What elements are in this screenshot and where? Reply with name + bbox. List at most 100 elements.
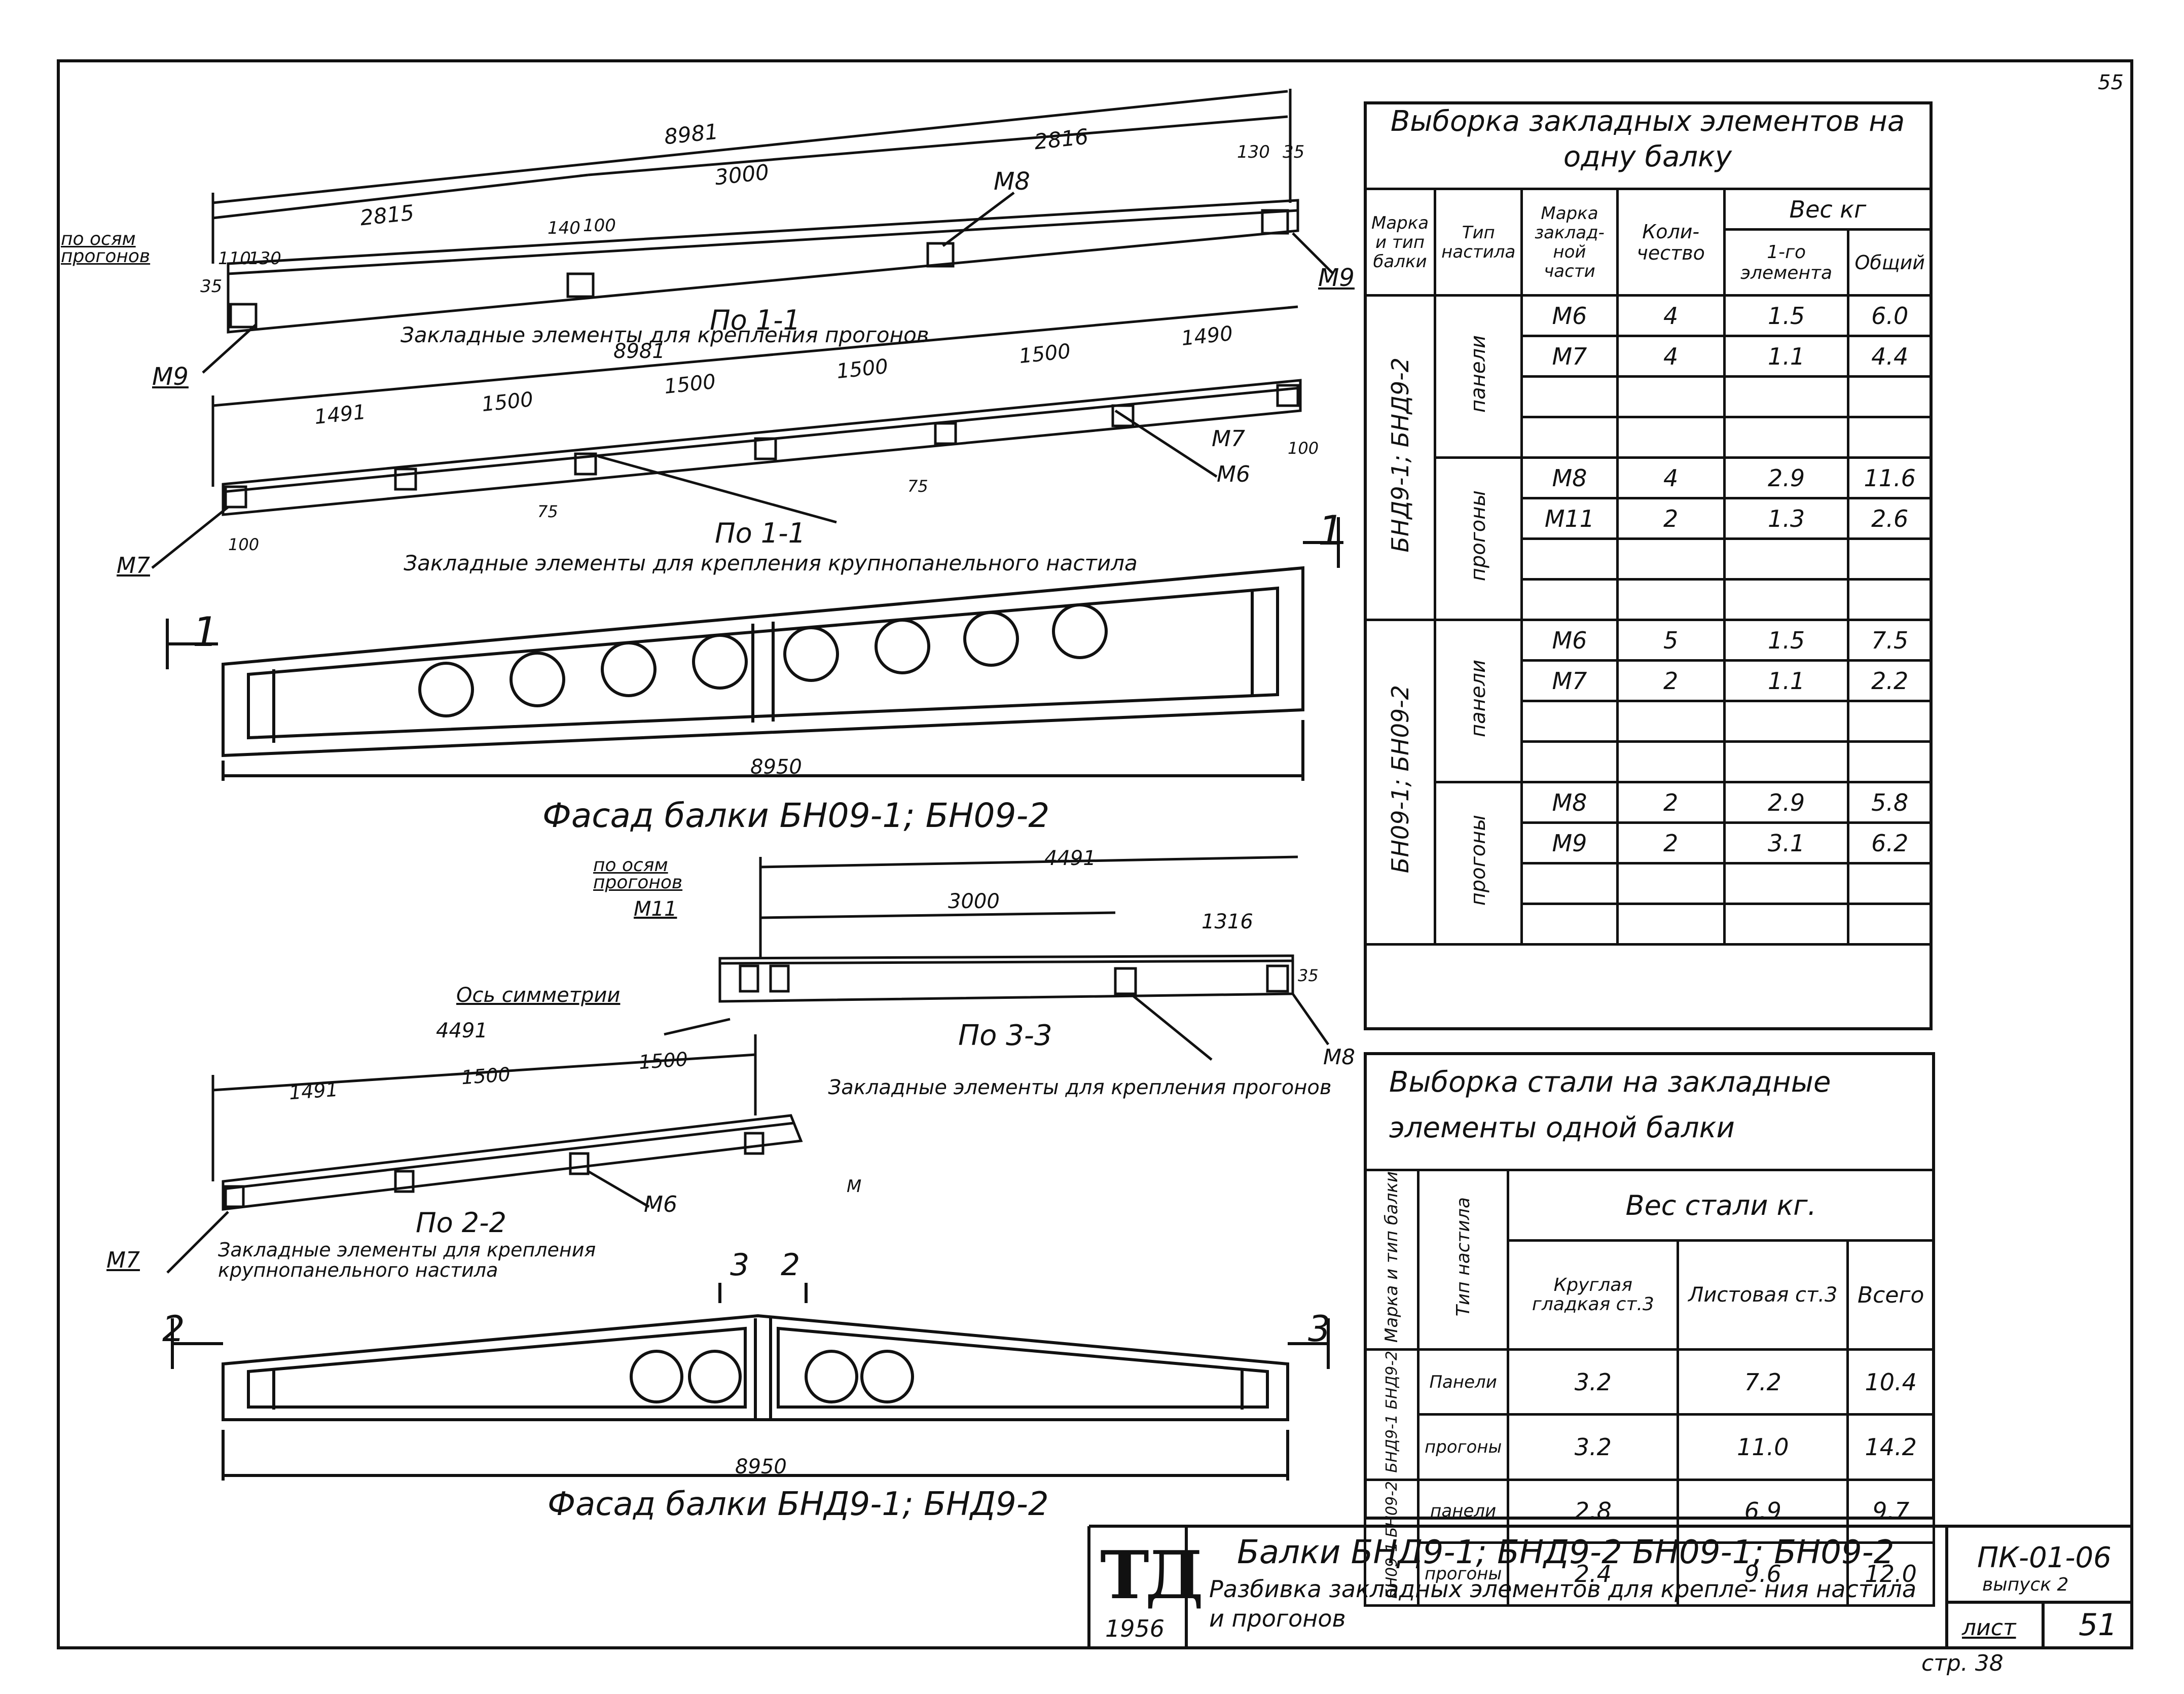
t1-h-weight: Вес кг [1723, 188, 1933, 231]
t2-cell: 3.2 [1507, 1348, 1680, 1416]
t2-type: Панели [1416, 1348, 1510, 1416]
dim-140: 140 [548, 218, 580, 238]
t1-cell: 3.1 [1723, 821, 1850, 864]
t1-cell: 1.5 [1723, 619, 1850, 662]
t2-cell: 3.2 [1507, 1413, 1680, 1481]
t2-h-round: Круглая гладкая ст.3 [1507, 1239, 1680, 1351]
t1-cell: 1.1 [1723, 335, 1850, 378]
t1-cell: М7 [1520, 659, 1619, 702]
t1-cell: М11 [1520, 497, 1619, 540]
dim-half-35: 35 [1298, 966, 1319, 985]
dim-half2-1500a: 1500 [460, 1063, 512, 1089]
t2-cell: 12.0 [1846, 1541, 1935, 1607]
mark-m6-lower: М6 [644, 1192, 677, 1217]
t1-h-type: Тип настила [1434, 188, 1523, 297]
t1-cell: 6.0 [1847, 294, 1933, 337]
axis-note-mid: по осям прогонов [593, 855, 683, 893]
dim-half2-1491: 1491 [288, 1078, 339, 1104]
t1-type-1b: прогоны [1467, 490, 1490, 582]
t1-cell: 1.3 [1723, 497, 1850, 540]
dim-half-3000: 3000 [948, 890, 1000, 913]
mark-m9-right: М9 [1318, 264, 1355, 292]
t2-cell: 2.8 [1507, 1478, 1680, 1544]
dim-75-a: 75 [537, 502, 558, 521]
logo-td: ТД [1100, 1536, 1204, 1614]
t1-h-one: 1-го элемента [1723, 228, 1850, 297]
view-3-3: По 3-3 [958, 1019, 1052, 1052]
t1-cell: 4 [1616, 335, 1726, 378]
dim-100-mid: 100 [1288, 439, 1319, 458]
t1-type-2a: панели [1467, 659, 1490, 737]
dim-75-b: 75 [907, 477, 928, 496]
t1-type-2b: прогоны [1467, 815, 1490, 906]
strip-3-3 [718, 855, 1330, 1061]
t1-beam-2: БН09-1; БН09-2 [1386, 685, 1414, 874]
t1-cell: М6 [1520, 294, 1619, 337]
t2-cell: 14.2 [1846, 1413, 1935, 1481]
mark-m9-left: М9 [152, 363, 189, 391]
table2: Марка и тип балки Тип настила Вес стали … [1364, 1168, 1935, 1607]
titleblock-title: Балки БНД9-1; БНД9-2 БН09-1; БН09-2 [1237, 1534, 1895, 1571]
titleblock-subtitle: Разбивка закладных элементов для крепле-… [1209, 1575, 1917, 1632]
section-2-left: 2 [162, 1308, 185, 1350]
t2-h-type: Тип настила [1452, 1197, 1474, 1317]
beam1-facade [166, 517, 1343, 781]
section-1-left: 1 [193, 608, 219, 656]
table1: Марка и тип балки Тип настила Марка закл… [1363, 188, 1933, 946]
dim-total-mid: 8981 [613, 340, 665, 363]
mark-m11: М11 [634, 897, 677, 921]
t1-cell: 11.6 [1847, 456, 1933, 499]
t1-cell: М7 [1520, 335, 1619, 378]
section-1-right: 1 [1318, 507, 1344, 554]
titleblock-issue: выпуск 2 [1982, 1574, 2069, 1595]
mark-m7-left: М7 [117, 553, 150, 579]
t1-cell: 5.8 [1847, 781, 1933, 824]
t1-cell: 1.1 [1723, 659, 1850, 702]
t2-h-sheet: Листовая ст.3 [1677, 1239, 1849, 1351]
t1-cell: 2 [1616, 821, 1726, 864]
mark-m7-mid: М7 [1212, 426, 1245, 452]
view-1-1-b: По 1-1 [715, 517, 806, 549]
t2-h-weight: Вес стали кг. [1507, 1168, 1935, 1242]
dim-35-left: 35 [200, 276, 223, 297]
t1-cell: 5 [1616, 619, 1726, 662]
t1-h-total: Общий [1847, 228, 1933, 297]
t1-cell: 2.9 [1723, 781, 1850, 824]
t2-cell: 11.0 [1677, 1413, 1849, 1481]
dim-half2-total: 4491 [436, 1019, 488, 1042]
t1-cell: 2 [1616, 781, 1726, 824]
t1-cell: 2.2 [1847, 659, 1933, 702]
t2-cell: 6.9 [1677, 1478, 1849, 1544]
t2-h-mark: Марка и тип балки [1381, 1171, 1402, 1343]
t1-h-mark: Марка и тип балки [1363, 188, 1437, 297]
caption-1-1-a: Закладные элементы для крепления прогоно… [401, 322, 929, 347]
t2-beam-1: БНД9-1 БНД9-2 [1382, 1350, 1401, 1473]
t1-cell: 2.6 [1847, 497, 1933, 540]
page-number: 55 [2098, 71, 2124, 94]
t1-cell: 2.9 [1723, 456, 1850, 499]
beam2-title: Фасад балки БНД9-1; БНД9-2 [548, 1486, 1049, 1523]
t2-cell: 9.6 [1677, 1541, 1849, 1607]
t1-cell: 4 [1616, 294, 1726, 337]
t1-cell: 2 [1616, 659, 1726, 702]
t1-cell: 4 [1616, 456, 1726, 499]
strip-2-2 [166, 1018, 803, 1274]
dim-130-left: 130 [248, 248, 281, 269]
t1-cell: М6 [1520, 619, 1619, 662]
t2-cell: 2.4 [1507, 1541, 1680, 1607]
dim-100-mid-left: 100 [228, 535, 260, 554]
mark-m8-top: М8 [994, 167, 1030, 196]
t1-cell: 4.4 [1847, 335, 1933, 378]
dim-35-right: 35 [1283, 142, 1305, 162]
titleblock-sheet-label: лист [1962, 1615, 2016, 1641]
beam1-title: Фасад балки БН09-1; БН09-2 [542, 796, 1050, 835]
mark-m7-lower: М7 [106, 1247, 140, 1273]
t2-cell: 9.7 [1846, 1478, 1935, 1544]
table2-title: Выборка стали на закладные элементы одно… [1389, 1066, 1831, 1144]
t2-cell: 7.2 [1677, 1348, 1849, 1416]
t1-type-1a: панели [1467, 335, 1490, 413]
section-2-top: 2 [781, 1247, 800, 1283]
beam1-length: 8950 [750, 755, 802, 779]
dim-110: 110 [218, 248, 251, 269]
